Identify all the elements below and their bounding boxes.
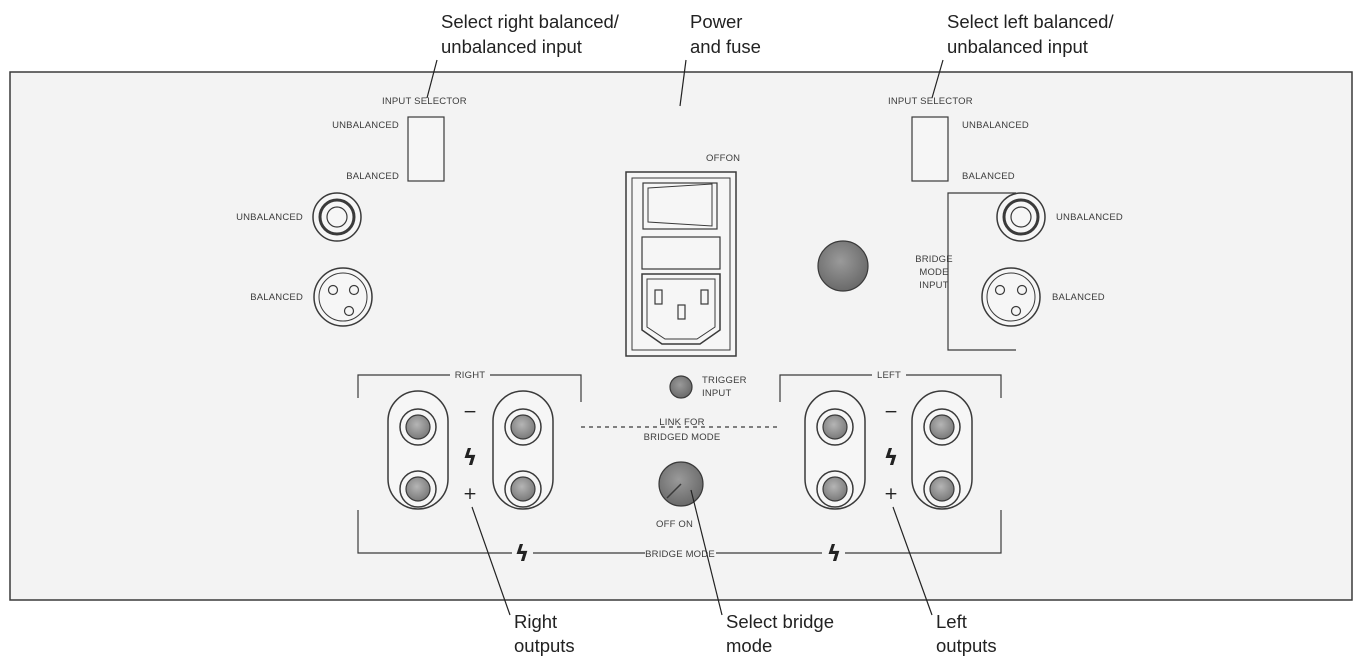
left-terminal-a-bottom[interactable]: [816, 470, 854, 508]
svg-text:outputs: outputs: [936, 635, 997, 656]
trigger-input-jack[interactable]: [669, 375, 693, 399]
left-minus-symbol: −: [884, 402, 898, 422]
svg-text:BRIDGE: BRIDGE: [915, 254, 953, 265]
right-outputs-bracket: [357, 374, 582, 402]
left-selector-unbalanced-label: UNBALANCED: [962, 120, 1029, 131]
svg-text:INPUT: INPUT: [919, 280, 949, 291]
right-plus-symbol: +: [463, 484, 477, 504]
svg-text:TRIGGER: TRIGGER: [702, 375, 747, 386]
callout-bridge-select: Select bridge mode: [690, 489, 834, 656]
svg-text:and fuse: and fuse: [690, 36, 761, 57]
right-input-selector-switch[interactable]: [407, 116, 445, 182]
left-group-label: LEFT: [877, 370, 901, 381]
left-outputs-bracket: [779, 374, 1002, 402]
fuse-drawer[interactable]: [641, 236, 721, 270]
callout-power: Power and fuse: [679, 11, 761, 107]
callout-left-input: Select left balanced/ unbalanced input: [931, 11, 1114, 99]
left-speaker-terminal-pair-b: [911, 390, 973, 510]
svg-text:MODE: MODE: [919, 267, 948, 278]
left-terminal-a-top[interactable]: [816, 408, 854, 446]
bridge-mode-knob[interactable]: [658, 461, 704, 507]
left-unbalanced-rca-jack[interactable]: [996, 192, 1046, 242]
bridge-mode-bracket: [357, 510, 1002, 554]
bridge-mode-label: BRIDGE MODE: [645, 549, 715, 560]
right-terminal-b-bottom[interactable]: [504, 470, 542, 508]
svg-text:Power: Power: [690, 11, 742, 32]
right-terminal-b-top[interactable]: [504, 408, 542, 446]
right-minus-symbol: −: [463, 402, 477, 422]
right-lightning-icon: ϟ: [463, 446, 478, 471]
svg-text:INPUT: INPUT: [702, 388, 732, 399]
bridge-mode-input-bracket: [947, 192, 1016, 351]
callout-right-input: Select right balanced/ unbalanced input: [426, 11, 620, 99]
right-unbalanced-rca-jack[interactable]: [312, 192, 362, 242]
left-lightning-icon: ϟ: [884, 446, 899, 471]
right-balanced-jack-label: BALANCED: [250, 292, 303, 303]
svg-text:unbalanced input: unbalanced input: [947, 36, 1088, 57]
left-balanced-jack-label: BALANCED: [1052, 292, 1105, 303]
svg-text:Select right balanced/: Select right balanced/: [441, 11, 620, 32]
right-selector-balanced-label: BALANCED: [346, 171, 399, 182]
left-speaker-terminal-pair-a: [804, 390, 866, 510]
bridge-knob-off-on-label: OFF ON: [656, 519, 693, 530]
left-balanced-xlr-jack[interactable]: [981, 267, 1041, 327]
svg-text:Select left balanced/: Select left balanced/: [947, 11, 1114, 32]
callout-right-outputs: Right outputs: [471, 506, 575, 656]
svg-text:LINK FOR: LINK FOR: [659, 417, 704, 428]
left-terminal-b-top[interactable]: [923, 408, 961, 446]
left-terminal-b-bottom[interactable]: [923, 470, 961, 508]
bridge-lightning-icon-left: ϟ: [515, 542, 530, 567]
left-input-selector-switch[interactable]: [911, 116, 949, 182]
left-selector-balanced-label: BALANCED: [962, 171, 1015, 182]
left-plus-symbol: +: [884, 484, 898, 504]
svg-text:unbalanced input: unbalanced input: [441, 36, 582, 57]
right-speaker-terminal-pair-a: [387, 390, 449, 510]
svg-text:Right: Right: [514, 611, 557, 632]
svg-text:outputs: outputs: [514, 635, 575, 656]
right-speaker-terminal-pair-b: [492, 390, 554, 510]
bridge-mode-input-label: BRIDGE MODE INPUT: [915, 254, 953, 291]
right-unbalanced-jack-label: UNBALANCED: [236, 212, 303, 223]
right-group-label: RIGHT: [455, 370, 486, 381]
power-switch-label: OFFON: [706, 153, 740, 164]
link-bridged-label: LINK FOR BRIDGED MODE: [644, 417, 721, 443]
trigger-input-label: TRIGGER INPUT: [702, 375, 747, 399]
left-unbalanced-jack-label: UNBALANCED: [1056, 212, 1123, 223]
svg-text:BRIDGED MODE: BRIDGED MODE: [644, 432, 721, 443]
right-terminal-a-bottom[interactable]: [399, 470, 437, 508]
svg-text:Select bridge: Select bridge: [726, 611, 834, 632]
callout-left-outputs: Left outputs: [892, 506, 997, 656]
right-selector-unbalanced-label: UNBALANCED: [332, 120, 399, 131]
power-rocker-switch[interactable]: [642, 182, 718, 230]
panel-grommet: [817, 240, 869, 292]
right-input-selector-label: INPUT SELECTOR: [382, 96, 467, 107]
svg-text:mode: mode: [726, 635, 772, 656]
left-input-selector-label: INPUT SELECTOR: [888, 96, 973, 107]
right-balanced-xlr-jack[interactable]: [313, 267, 373, 327]
bridge-lightning-icon-right: ϟ: [827, 542, 842, 567]
svg-text:Left: Left: [936, 611, 967, 632]
right-terminal-a-top[interactable]: [399, 408, 437, 446]
iec-power-socket: [641, 273, 721, 345]
